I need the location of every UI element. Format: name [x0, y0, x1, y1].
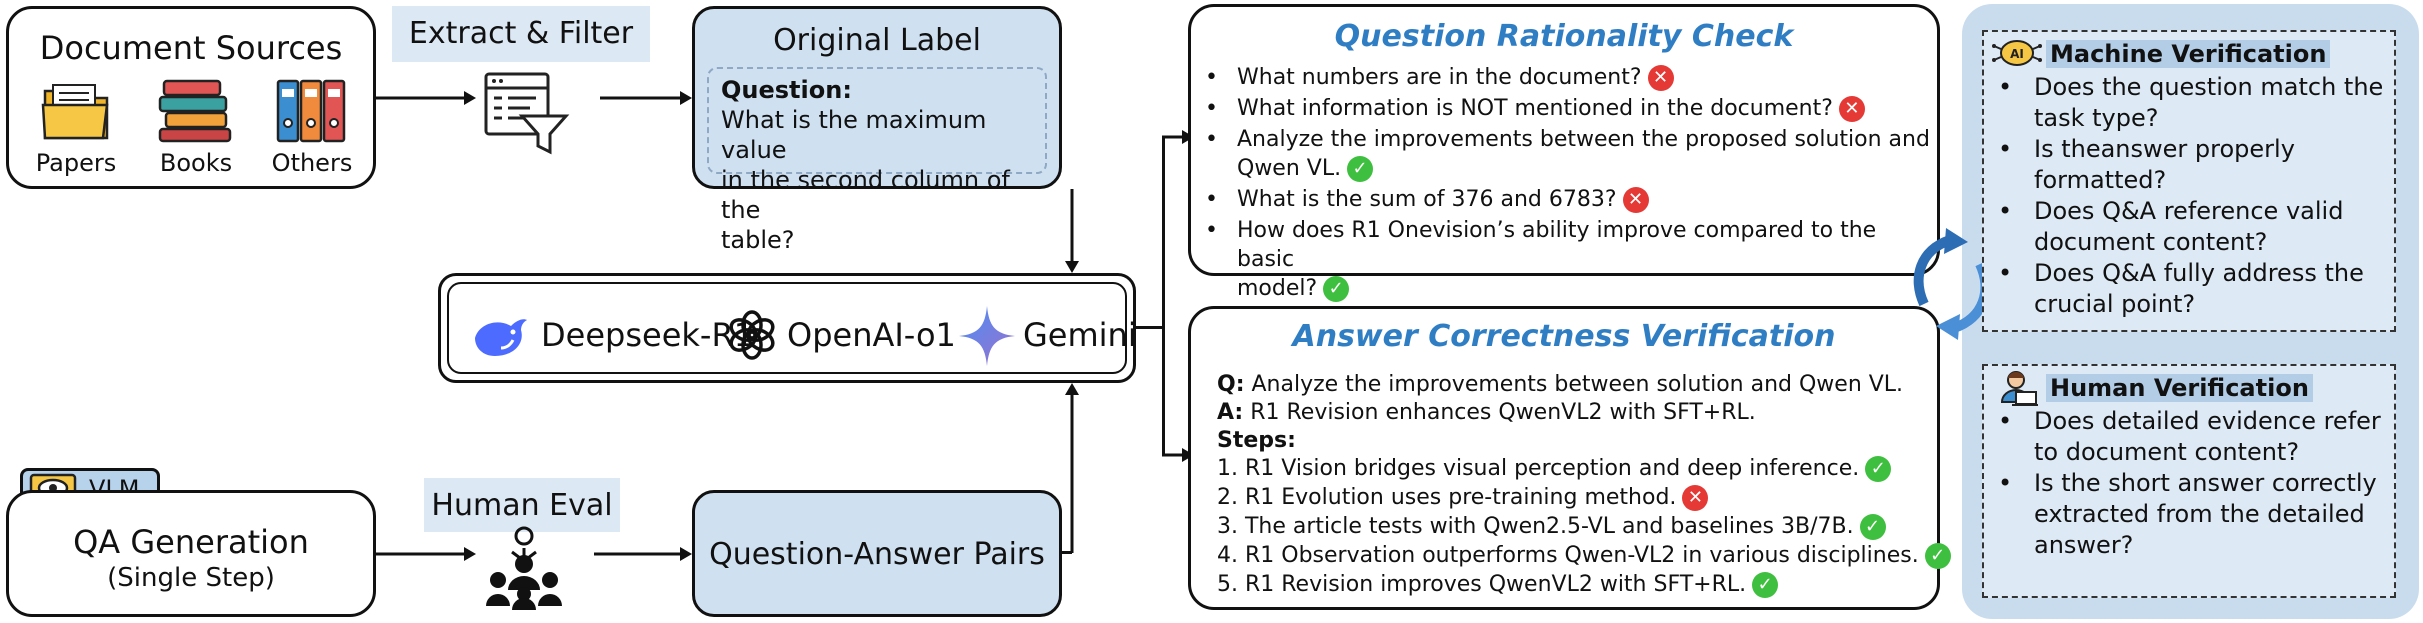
- human-check-item: Does detailed evidence refer to document…: [1984, 406, 2394, 468]
- human-eval-label-box: Human Eval: [424, 478, 620, 532]
- correctness-title: Answer Correctness Verification: [1292, 319, 1836, 354]
- team-icon: [486, 526, 562, 610]
- wrong-icon: ✕: [1682, 485, 1709, 511]
- qa-pairs-label: Question-Answer Pairs: [709, 537, 1045, 572]
- rationality-list: What numbers are in the document?✕ What …: [1195, 63, 1935, 305]
- filter-table-icon: [484, 72, 570, 155]
- wrong-icon: ✕: [1622, 187, 1649, 213]
- source-books-label: Books: [159, 149, 233, 177]
- rationality-item: What is the sum of 376 and 6783?✕: [1195, 185, 1935, 214]
- machine-check-item: Does the question match the task type?: [1984, 72, 2394, 134]
- correct-icon: ✓: [1323, 276, 1350, 302]
- question-line-1: What is the maximum value: [721, 106, 987, 164]
- source-papers-label: Papers: [35, 149, 117, 177]
- machine-verification-box: AI Machine Verification Does the questio…: [1982, 30, 2396, 332]
- step-item: 5. R1 Revision improves QwenVL2 with SFT…: [1217, 571, 1779, 598]
- human-verification-box: Human Verification Does detailed evidenc…: [1982, 364, 2396, 598]
- wrong-icon: ✕: [1647, 65, 1674, 91]
- machine-verification-title: Machine Verification: [2046, 40, 2331, 68]
- qa-generation-title: QA Generation: [73, 523, 309, 561]
- connector-models-right: [1136, 326, 1164, 329]
- whale-icon: [475, 319, 527, 356]
- rationality-item: What numbers are in the document?✕: [1195, 63, 1935, 92]
- answer-question-line: Q: Analyze the improvements between solu…: [1217, 372, 1904, 397]
- arrow-human-eval-to-qa-pairs: [594, 547, 692, 561]
- rationality-item: Analyze the improvements between the pro…: [1195, 125, 1935, 183]
- original-label-box: Original Label Question: What is the max…: [692, 6, 1062, 254]
- connector-vertical: [1162, 136, 1165, 456]
- rationality-item: How does R1 Onevision’s ability improve …: [1195, 216, 1935, 303]
- correct-icon: ✓: [1752, 572, 1779, 598]
- rationality-check-title: Question Rationality Check: [1334, 19, 1794, 54]
- arrow-label-to-models: [1065, 189, 1079, 273]
- arrow-sources-to-extract: [376, 91, 476, 105]
- human-eval-label: Human Eval: [431, 488, 613, 523]
- connector-qa-pairs: [1062, 551, 1072, 554]
- document-sources-title: Document Sources: [39, 29, 343, 67]
- arrow-qagen-to-human-eval: [376, 547, 476, 561]
- wrong-icon: ✕: [1838, 96, 1865, 122]
- rationality-item: What information is NOT mentioned in the…: [1195, 94, 1935, 123]
- books-icon: [158, 79, 232, 143]
- document-sources-box: Document Sources Papers Books: [6, 6, 376, 189]
- correct-icon: ✓: [1924, 543, 1951, 569]
- question-line-3: table?: [721, 226, 795, 254]
- steps-label: Steps:: [1217, 428, 1296, 453]
- model-gemini: Gemini: [1023, 316, 1137, 354]
- qa-generation-box: QA Generation (Single Step): [6, 490, 376, 617]
- model-openai-o1: OpenAI-o1: [787, 316, 956, 354]
- question-label: Question:: [721, 76, 852, 104]
- svg-text:AI: AI: [2010, 47, 2024, 61]
- sparkle-icon: [959, 306, 1015, 366]
- arrow-extract-to-label: [600, 91, 692, 105]
- rationality-check-box: Question Rationality Check What numbers …: [1188, 4, 1940, 302]
- step-item: 3. The article tests with Qwen2.5-VL and…: [1217, 513, 1886, 540]
- qa-generation-subtitle: (Single Step): [107, 563, 275, 593]
- extract-filter-label: Extract & Filter: [408, 16, 634, 51]
- qa-pairs-box: Question-Answer Pairs: [692, 490, 1062, 617]
- source-others-label: Others: [271, 149, 353, 177]
- machine-check-item: Does Q&A fully address the crucial point…: [1984, 258, 2394, 320]
- machine-check-item: Is theanswer properly formatted?: [1984, 134, 2394, 196]
- model-deepseek-r1: Deepseek-R1: [541, 316, 755, 354]
- person-laptop-icon: [2000, 371, 2038, 406]
- original-question-box: Question: What is the maximum value in t…: [707, 67, 1047, 254]
- step-item: 4. R1 Observation outperforms Qwen-VL2 i…: [1217, 542, 1951, 569]
- robot-brain-icon: AI: [1992, 40, 2042, 66]
- llm-models-box: Deepseek-R1 OpenAI-o1 Gemini: [438, 273, 1137, 383]
- correct-icon: ✓: [1865, 456, 1892, 482]
- extract-filter-label-box: Extract & Filter: [392, 6, 650, 62]
- correctness-box: Answer Correctness Verification Q: Analy…: [1188, 306, 1951, 610]
- step-item: 2. R1 Evolution uses pre-training method…: [1217, 484, 1709, 511]
- binders-icon: [276, 79, 346, 143]
- answer-answer-line: A: R1 Revision enhances QwenVL2 with SFT…: [1217, 400, 1756, 425]
- openai-icon: [729, 310, 775, 360]
- original-label-title: Original Label: [773, 23, 981, 58]
- machine-verification-list: Does the question match the task type? I…: [1984, 72, 2394, 320]
- folder-icon: [41, 84, 109, 140]
- step-item: 1. R1 Vision bridges visual perception a…: [1217, 455, 1892, 482]
- human-verification-list: Does detailed evidence refer to document…: [1984, 406, 2394, 561]
- arrow-qa-pairs-to-models: [1065, 383, 1079, 553]
- llm-models-inner: Deepseek-R1 OpenAI-o1 Gemini: [447, 282, 1137, 374]
- human-check-item: Is the short answer correctly extracted …: [1984, 468, 2394, 561]
- correct-icon: ✓: [1859, 514, 1886, 540]
- human-verification-title: Human Verification: [2046, 374, 2313, 402]
- correct-icon: ✓: [1347, 156, 1374, 182]
- question-line-2: in the second column of the: [721, 166, 1010, 224]
- machine-check-item: Does Q&A reference valid document conten…: [1984, 196, 2394, 258]
